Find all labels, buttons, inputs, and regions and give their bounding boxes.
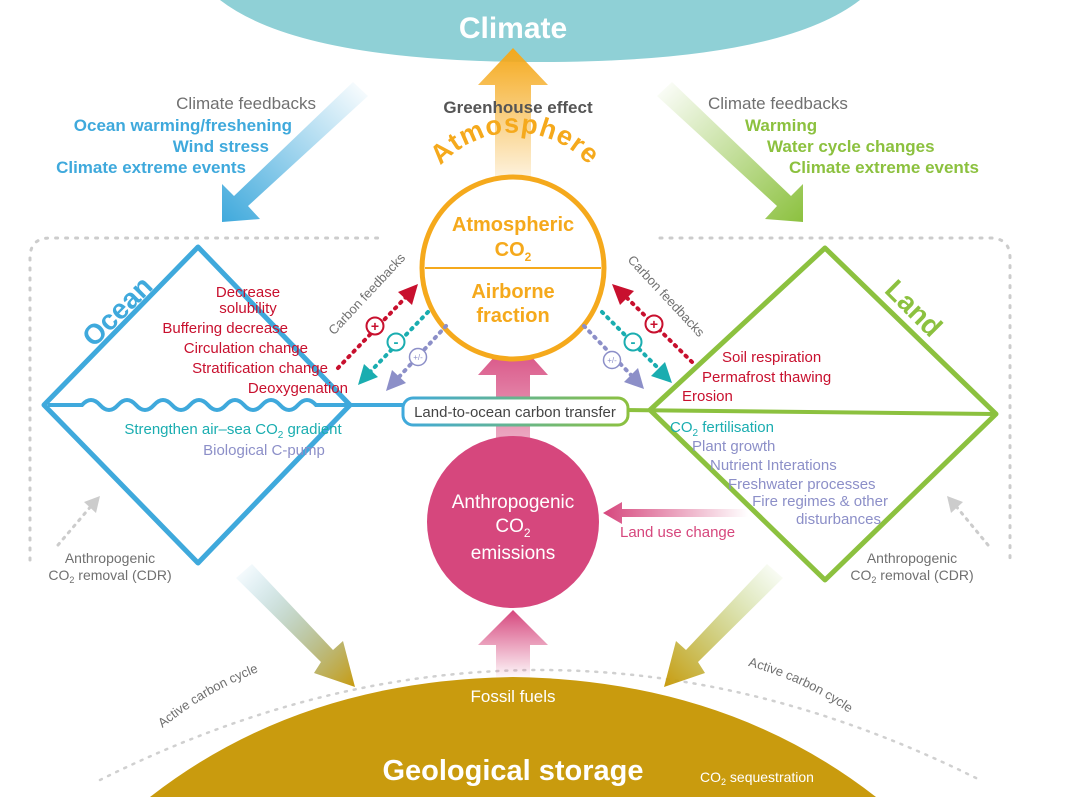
active-system-boundary bbox=[28, 236, 1012, 562]
atmospheric-co2-line2: CO2 bbox=[495, 239, 532, 264]
ocean-diamond bbox=[41, 244, 353, 566]
ocean-air-sea-gradient: Strengthen air–sea CO2 gradient bbox=[124, 421, 342, 441]
climate-feedbacks-right-item: Water cycle changes bbox=[767, 137, 935, 156]
ocean-process-red: solubility bbox=[219, 300, 277, 317]
fossil-fuels-label: Fossil fuels bbox=[470, 687, 555, 706]
land-process-red: Erosion bbox=[682, 388, 733, 405]
geological-storage-dome bbox=[150, 677, 876, 797]
climate-feedbacks-left-item: Wind stress bbox=[173, 137, 269, 156]
anthropogenic-emissions-circle bbox=[427, 436, 599, 608]
climate-feedbacks-left-title: Climate feedbacks bbox=[176, 94, 316, 113]
climate-title: Climate bbox=[459, 12, 567, 45]
land-process-lavender: Plant growth bbox=[692, 438, 775, 455]
emissions-to-atmosphere-arrow bbox=[478, 336, 548, 530]
geology-boundary-dotted bbox=[98, 668, 982, 782]
feedback-mixed-badge-right bbox=[602, 350, 622, 370]
land-surface-line bbox=[621, 408, 995, 416]
emissions-line1: Anthropogenic bbox=[452, 492, 575, 513]
carbon-feedback-negative-arrow-right bbox=[600, 310, 662, 372]
carbon-feedback-negative-arrowhead-right bbox=[651, 362, 672, 383]
feedback-positive-badge-right bbox=[644, 314, 664, 334]
feedback-mixed-symbol-right: +/- bbox=[607, 356, 617, 365]
cdr-arrowhead-right bbox=[947, 496, 963, 513]
cdr-left-line1: Anthropogenic bbox=[65, 550, 155, 566]
cdr-right-line1: Anthropogenic bbox=[867, 550, 957, 566]
airborne-fraction-line2: fraction bbox=[476, 305, 549, 327]
ocean-process-red: Buffering decrease bbox=[162, 320, 288, 337]
land-process-lavender: Nutrient Interations bbox=[710, 457, 837, 474]
climate-feedback-arrow-land bbox=[657, 82, 803, 222]
greenhouse-label: Greenhouse effect bbox=[443, 98, 593, 117]
co2-sequestration-label: CO2 sequestration bbox=[700, 769, 814, 787]
climate-feedbacks-right-item: Climate extreme events bbox=[789, 158, 979, 177]
carbon-feedback-positive-arrow-left bbox=[336, 295, 408, 370]
ocean-process-red: Circulation change bbox=[184, 340, 308, 357]
ocean-process-red: Stratification change bbox=[192, 360, 328, 377]
land-use-change-arrow bbox=[603, 502, 748, 524]
climate-feedbacks-left-item: Ocean warming/freshening bbox=[74, 116, 292, 135]
carbon-feedback-positive-arrowhead-left bbox=[398, 284, 418, 305]
land-use-change-label: Land use change bbox=[620, 524, 735, 541]
land-to-ocean-transfer-box bbox=[401, 396, 630, 427]
carbon-feedback-mixed-arrowhead-left bbox=[386, 370, 406, 391]
feedback-negative-badge-right bbox=[623, 332, 643, 352]
land-process-lavender: Freshwater processes bbox=[728, 476, 876, 493]
land-process-red: Soil respiration bbox=[722, 349, 821, 366]
emissions-line2: CO2 bbox=[495, 516, 531, 540]
feedback-positive-symbol-left: + bbox=[371, 318, 379, 334]
climate-feedbacks-right-item: Warming bbox=[745, 116, 817, 135]
active-carbon-cycle-right: Active carbon cycle bbox=[747, 654, 856, 715]
climate-dome bbox=[220, 0, 860, 62]
geological-storage-title: Geological storage bbox=[382, 755, 643, 787]
land-co2-fertilisation: CO2 fertilisation bbox=[670, 419, 774, 439]
cdr-arrow-left bbox=[56, 503, 94, 547]
feedback-positive-symbol-right: + bbox=[650, 316, 658, 332]
climate-feedbacks-left-item: Climate extreme events bbox=[56, 158, 246, 177]
cdr-arrow-right bbox=[953, 503, 990, 547]
land-process-lavender: Fire regimes & other bbox=[752, 493, 888, 510]
land-process-red: Permafrost thawing bbox=[702, 369, 831, 386]
airborne-fraction-line1: Airborne bbox=[471, 281, 554, 303]
feedback-mixed-badge-left bbox=[408, 347, 428, 367]
climate-feedback-arrow-ocean bbox=[222, 82, 368, 222]
carbon-feedback-negative-arrowhead-left bbox=[358, 364, 378, 385]
carbon-feedbacks-label-right: Carbon feedbacks bbox=[625, 252, 708, 340]
carbon-feedback-negative-arrow-left bbox=[368, 310, 430, 374]
fossil-fuel-arrow bbox=[478, 610, 548, 680]
ocean-process-red: Deoxygenation bbox=[248, 380, 348, 397]
feedback-negative-badge-left bbox=[386, 332, 406, 352]
carbon-feedback-mixed-arrowhead-right bbox=[624, 368, 644, 389]
carbon-feedback-positive-arrowhead-right bbox=[612, 284, 634, 305]
feedback-negative-symbol-right: - bbox=[631, 334, 636, 351]
ocean-process-red: Decrease bbox=[216, 284, 280, 301]
feedback-mixed-symbol-left: +/- bbox=[413, 353, 423, 362]
cdr-right-line2: CO2 removal (CDR) bbox=[850, 567, 973, 585]
land-to-geology-arrow bbox=[664, 564, 783, 687]
cdr-left-line2: CO2 removal (CDR) bbox=[48, 567, 171, 585]
ocean-surface-wave bbox=[48, 398, 405, 412]
atmospheric-co2-line1: Atmospheric bbox=[452, 214, 574, 236]
feedback-positive-badge-left bbox=[365, 316, 385, 336]
greenhouse-arrow bbox=[478, 48, 548, 200]
ocean-to-geology-arrow bbox=[236, 564, 355, 687]
feedback-negative-symbol-left: - bbox=[394, 334, 399, 351]
climate-feedbacks-right-title: Climate feedbacks bbox=[708, 94, 848, 113]
emissions-line3: emissions bbox=[471, 543, 555, 564]
land-process-lavender: disturbances bbox=[796, 511, 881, 528]
cdr-arrowhead-left bbox=[84, 496, 100, 513]
ocean-biological-pump: Biological C-pump bbox=[203, 442, 325, 459]
carbon-feedback-mixed-arrow-left bbox=[396, 324, 448, 380]
land-to-ocean-transfer-label: Land-to-ocean carbon transfer bbox=[414, 404, 616, 421]
